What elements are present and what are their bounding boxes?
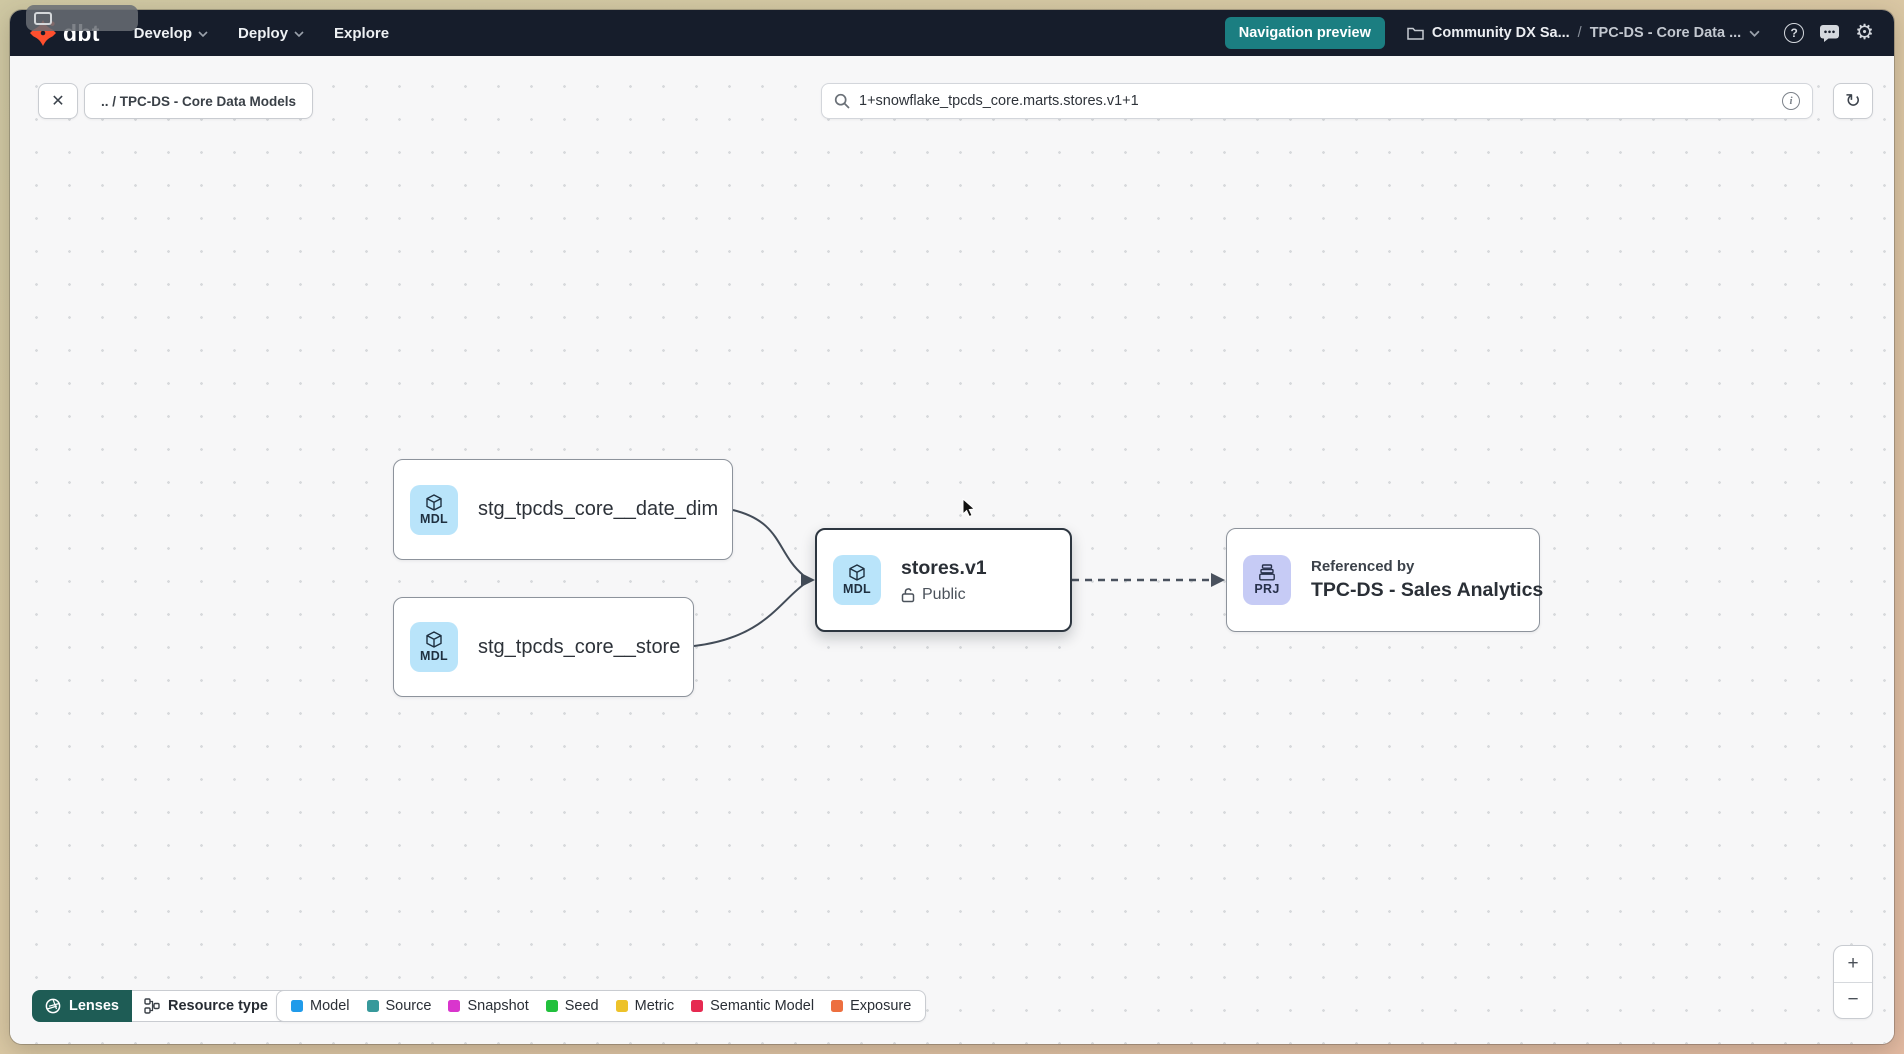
legend-swatch xyxy=(691,1000,703,1012)
nav-item-deploy[interactable]: Deploy xyxy=(238,25,304,42)
close-icon: ✕ xyxy=(51,91,64,111)
legend-label: Exposure xyxy=(850,998,911,1014)
node-label: stores.v1 xyxy=(901,557,987,580)
legend-swatch xyxy=(616,1000,628,1012)
lenses-button[interactable]: Lenses xyxy=(32,990,132,1022)
project-badge: PRJ xyxy=(1243,555,1291,605)
project-name[interactable]: TPC-DS - Core Data ... xyxy=(1590,25,1741,41)
info-icon[interactable]: i xyxy=(1782,92,1800,110)
legend-item-source: Source xyxy=(367,998,432,1014)
feedback-icon xyxy=(1819,24,1840,43)
badge-label: MDL xyxy=(843,582,871,596)
legend-label: Source xyxy=(386,998,432,1014)
cube-icon xyxy=(425,631,443,648)
access-row: Public xyxy=(901,586,987,604)
cube-icon xyxy=(425,494,443,511)
model-badge: MDL xyxy=(833,555,881,605)
refresh-icon: ↻ xyxy=(1845,90,1861,113)
account-name[interactable]: Community DX Sa... xyxy=(1432,25,1570,41)
selector-search-input[interactable] xyxy=(859,93,1773,109)
unlock-icon xyxy=(901,587,915,603)
navigation-preview-badge[interactable]: Navigation preview xyxy=(1225,17,1385,49)
lineage-search-bar: i xyxy=(821,83,1813,119)
node-label: stg_tpcds_core__date_dim xyxy=(478,498,718,521)
legend-swatch xyxy=(291,1000,303,1012)
legend-swatch xyxy=(831,1000,843,1012)
badge-label: MDL xyxy=(420,512,448,526)
folder-icon xyxy=(1407,26,1424,40)
legend-item-snapshot: Snapshot xyxy=(448,998,528,1014)
cube-icon xyxy=(848,564,866,581)
legend-label: Model xyxy=(310,998,350,1014)
nav-item-develop[interactable]: Develop xyxy=(134,25,208,42)
legend-swatch xyxy=(448,1000,460,1012)
nav-item-label: Explore xyxy=(334,25,389,42)
legend-item-semantic-model: Semantic Model xyxy=(691,998,814,1014)
zoom-out-button[interactable]: − xyxy=(1834,983,1872,1019)
navbar-right: Navigation preview Community DX Sa... / … xyxy=(1225,17,1874,49)
settings-button[interactable]: ⚙ xyxy=(1855,23,1874,43)
resource-legend: Model Source Snapshot Seed Metric Semant… xyxy=(276,990,926,1022)
legend-swatch xyxy=(546,1000,558,1012)
legend-item-model: Model xyxy=(291,998,350,1014)
node-referenced-by-project[interactable]: PRJ Referenced by TPC-DS - Sales Analyti… xyxy=(1226,528,1540,632)
lens-controls: Lenses Resource type xyxy=(32,990,300,1022)
node-label: stg_tpcds_core__store xyxy=(478,636,680,659)
model-badge: MDL xyxy=(410,622,458,672)
node-stores-v1[interactable]: MDL stores.v1 Public xyxy=(815,528,1072,632)
resource-type-dropdown[interactable]: Resource type xyxy=(132,990,300,1022)
legend-swatch xyxy=(367,1000,379,1012)
legend-item-exposure: Exposure xyxy=(831,998,911,1014)
node-stg-tpcds-core-date-dim[interactable]: MDL stg_tpcds_core__date_dim xyxy=(393,459,733,560)
zoom-in-button[interactable]: + xyxy=(1834,946,1872,983)
node-text-block: stores.v1 Public xyxy=(901,557,987,604)
refresh-button[interactable]: ↻ xyxy=(1833,83,1873,119)
app-window: dbt Develop Deploy Explore Navigation pr… xyxy=(10,10,1894,1044)
breadcrumb-separator: / xyxy=(1578,25,1582,41)
node-stg-tpcds-core-store[interactable]: MDL stg_tpcds_core__store xyxy=(393,597,694,697)
nodes-icon xyxy=(144,998,160,1014)
legend-label: Metric xyxy=(635,998,674,1014)
node-text-block: Referenced by TPC-DS - Sales Analytics xyxy=(1311,558,1543,602)
top-navbar: dbt Develop Deploy Explore Navigation pr… xyxy=(10,10,1894,56)
resource-type-label: Resource type xyxy=(168,998,268,1014)
legend-label: Semantic Model xyxy=(710,998,814,1014)
close-button[interactable]: ✕ xyxy=(38,83,78,119)
canvas-zoom-controls: + − xyxy=(1833,945,1873,1019)
nav-item-explore[interactable]: Explore xyxy=(334,25,389,42)
navbar-icon-group: ? ⚙ xyxy=(1784,23,1874,43)
chevron-down-icon xyxy=(198,31,208,37)
feedback-button[interactable] xyxy=(1819,24,1840,43)
lens-icon xyxy=(45,998,61,1014)
access-label: Public xyxy=(922,586,966,604)
archive-stack-icon xyxy=(1258,564,1276,581)
node-label: TPC-DS - Sales Analytics xyxy=(1311,579,1543,602)
screen-capture-icon xyxy=(34,12,52,25)
nav-item-label: Deploy xyxy=(238,25,288,42)
gear-icon: ⚙ xyxy=(1855,23,1874,43)
lenses-label: Lenses xyxy=(69,998,119,1014)
node-caption: Referenced by xyxy=(1311,558,1543,575)
breadcrumb: Community DX Sa... / TPC-DS - Core Data … xyxy=(1407,25,1760,41)
chevron-down-icon xyxy=(294,31,304,37)
help-icon: ? xyxy=(1784,23,1804,43)
badge-label: PRJ xyxy=(1254,582,1279,596)
lineage-breadcrumb-chip[interactable]: .. / TPC-DS - Core Data Models xyxy=(84,83,313,119)
screen-capture-widget xyxy=(26,5,138,31)
model-badge: MDL xyxy=(410,485,458,535)
help-button[interactable]: ? xyxy=(1784,23,1804,43)
nav-item-label: Develop xyxy=(134,25,192,42)
search-icon xyxy=(834,93,850,109)
legend-item-metric: Metric xyxy=(616,998,674,1014)
legend-label: Seed xyxy=(565,998,599,1014)
chevron-down-icon[interactable] xyxy=(1749,30,1760,37)
legend-label: Snapshot xyxy=(467,998,528,1014)
badge-label: MDL xyxy=(420,649,448,663)
legend-item-seed: Seed xyxy=(546,998,599,1014)
